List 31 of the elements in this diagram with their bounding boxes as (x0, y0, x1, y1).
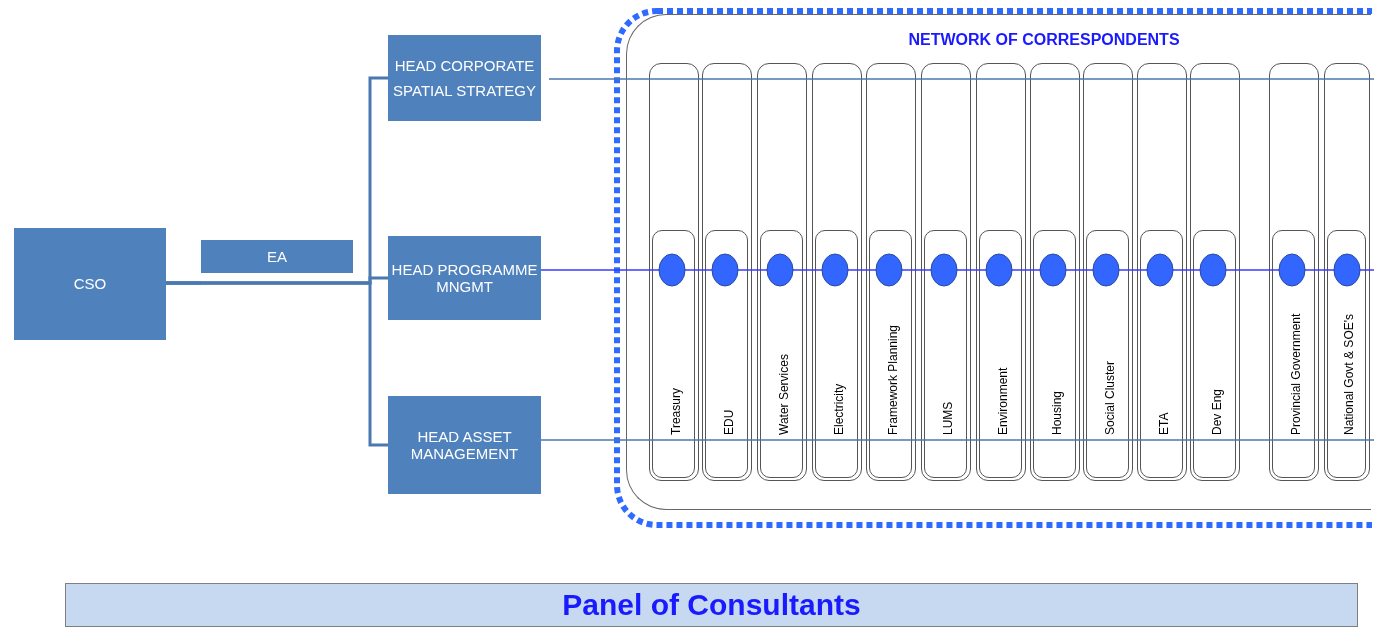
box-label: HEAD CORPORATE (394, 56, 535, 74)
column-label: Environment (995, 366, 1011, 435)
group-title: NETWORK OF CORRESPONDENTS (907, 31, 1181, 49)
column-label: Water Services (776, 353, 792, 435)
column-label: Treasury (668, 387, 684, 435)
column-label: Electricity (831, 382, 847, 435)
org-box (388, 236, 541, 320)
banner (65, 583, 1358, 627)
banner-title: Panel of Consultants (562, 588, 861, 622)
column-label: EDU (721, 408, 737, 435)
box-label: SPATIAL STRATEGY (393, 82, 536, 100)
connector-line (548, 78, 615, 80)
box-label: CSO (73, 275, 107, 293)
org-box (388, 396, 541, 494)
box-label: HEAD PROGRAMME MNGMT (390, 260, 539, 296)
column-label: Dev Eng (1209, 387, 1225, 435)
column-label: Housing (1049, 389, 1065, 435)
column-label: ETA (1156, 411, 1172, 435)
column-label: LUMS (940, 400, 956, 435)
column-label: Social Cluster (1102, 359, 1118, 435)
column-label: National Govt & SOE's (1341, 313, 1357, 435)
org-box (14, 228, 166, 340)
connector-line (540, 269, 615, 271)
connector-line (166, 281, 388, 447)
box-label: HEAD ASSET MANAGEMENT (409, 427, 520, 463)
column-label: Provincial Government (1288, 312, 1304, 435)
box-label: EA (267, 247, 287, 266)
column-label: Framework Planning (885, 323, 901, 435)
connector-line (540, 439, 615, 441)
org-box (388, 35, 541, 121)
org-box (201, 240, 353, 273)
